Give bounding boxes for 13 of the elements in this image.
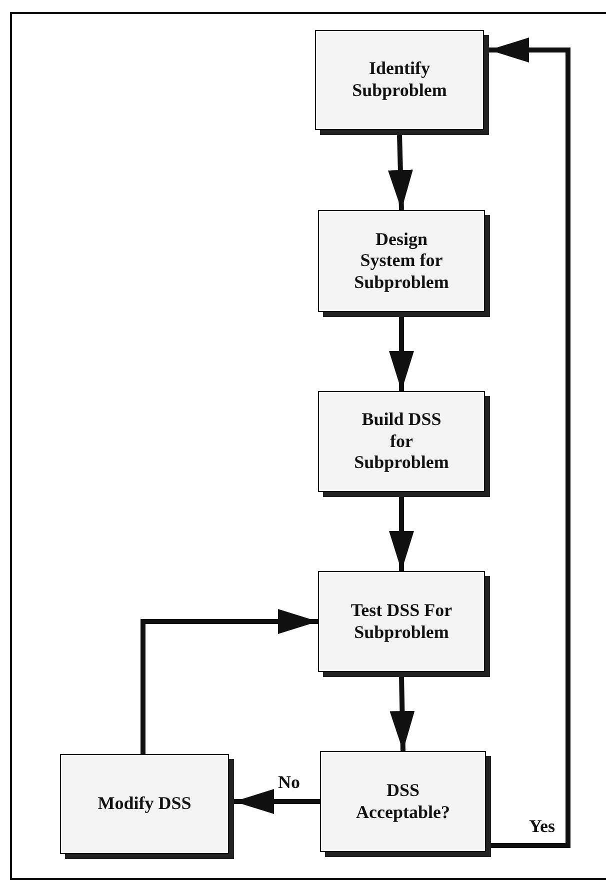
- box-label: DSS Acceptable?: [355, 780, 451, 824]
- arrow: [489, 38, 570, 848]
- arrow: [234, 789, 320, 814]
- box-label: Modify DSS: [98, 793, 192, 815]
- arrow: [140, 609, 318, 754]
- arrow: [389, 317, 414, 391]
- arrow: [388, 134, 413, 210]
- box-label: Test DSS For Subproblem: [350, 600, 452, 644]
- arrow: [390, 676, 415, 752]
- box-label: Build DSS for Subproblem: [353, 409, 450, 474]
- box-label: Design System for Subproblem: [353, 228, 450, 294]
- box-label: Identify Subproblem: [351, 58, 448, 102]
- arrow: [389, 497, 414, 571]
